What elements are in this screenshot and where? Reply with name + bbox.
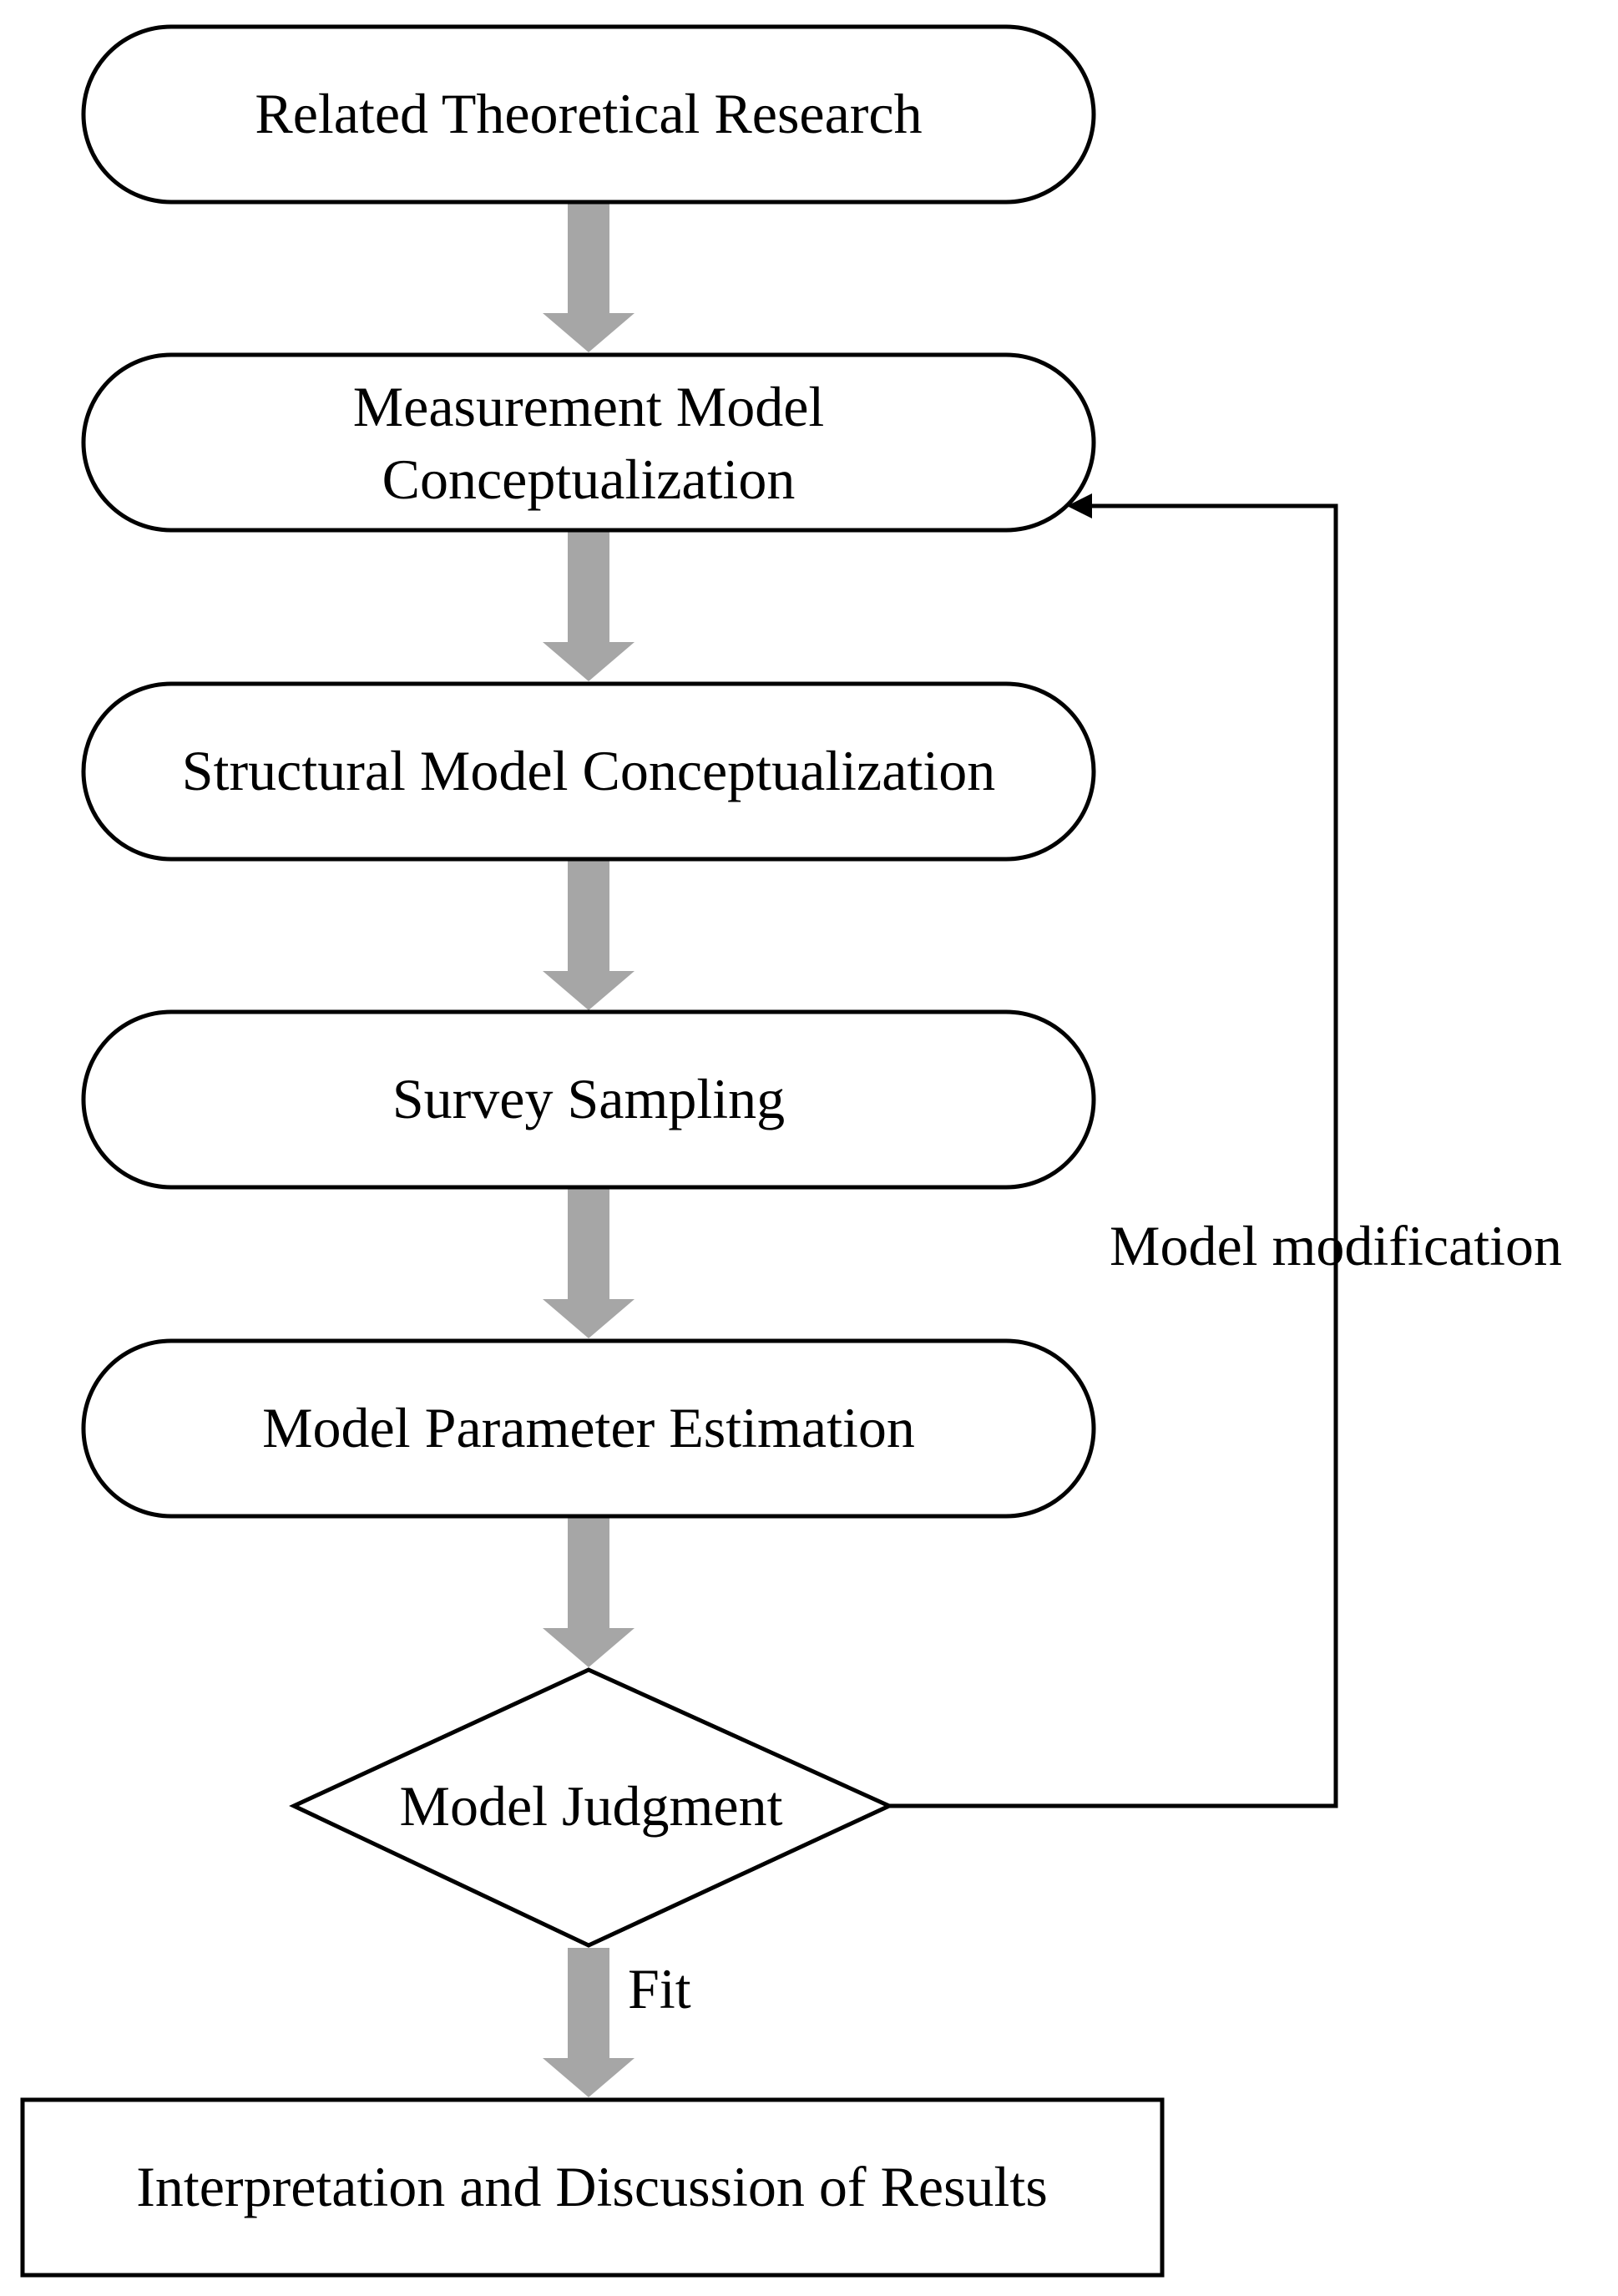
feedback-arrowhead bbox=[1067, 493, 1092, 518]
node-related-research: Related Theoretical Research bbox=[81, 24, 1096, 205]
flow-arrow-3 bbox=[543, 861, 635, 1010]
node-structural-model-label: Structural Model Conceptualization bbox=[182, 739, 995, 802]
node-structural-model: Structural Model Conceptualization bbox=[81, 681, 1096, 862]
flow-arrow-2 bbox=[543, 532, 635, 681]
node-survey-sampling: Survey Sampling bbox=[81, 1009, 1096, 1190]
node-measurement-model-label-line1: Measurement Model bbox=[353, 375, 825, 438]
feedback-connector bbox=[889, 493, 1338, 1808]
flow-arrows bbox=[543, 203, 635, 2097]
node-model-judgment-label: Model Judgment bbox=[400, 1774, 783, 1838]
node-measurement-model: Measurement Model Conceptualization bbox=[81, 352, 1096, 533]
node-related-research-label: Related Theoretical Research bbox=[255, 82, 922, 145]
flow-arrow-6 bbox=[543, 1948, 635, 2097]
node-parameter-estimation: Model Parameter Estimation bbox=[81, 1338, 1096, 1519]
fit-label: Fit bbox=[628, 1957, 691, 2020]
flow-arrow-5 bbox=[543, 1518, 635, 1667]
node-model-judgment: Model Judgment bbox=[289, 1667, 895, 1948]
node-survey-sampling-label: Survey Sampling bbox=[392, 1067, 785, 1130]
node-interpretation: Interpretation and Discussion of Results bbox=[20, 2097, 1165, 2278]
flow-arrow-4 bbox=[543, 1189, 635, 1338]
flow-arrow-1 bbox=[543, 203, 635, 352]
node-interpretation-label: Interpretation and Discussion of Results bbox=[136, 2155, 1048, 2218]
node-measurement-model-label-line2: Conceptualization bbox=[382, 448, 796, 511]
model-modification-label: Model modification bbox=[1110, 1214, 1562, 1277]
node-parameter-estimation-label: Model Parameter Estimation bbox=[262, 1396, 915, 1459]
